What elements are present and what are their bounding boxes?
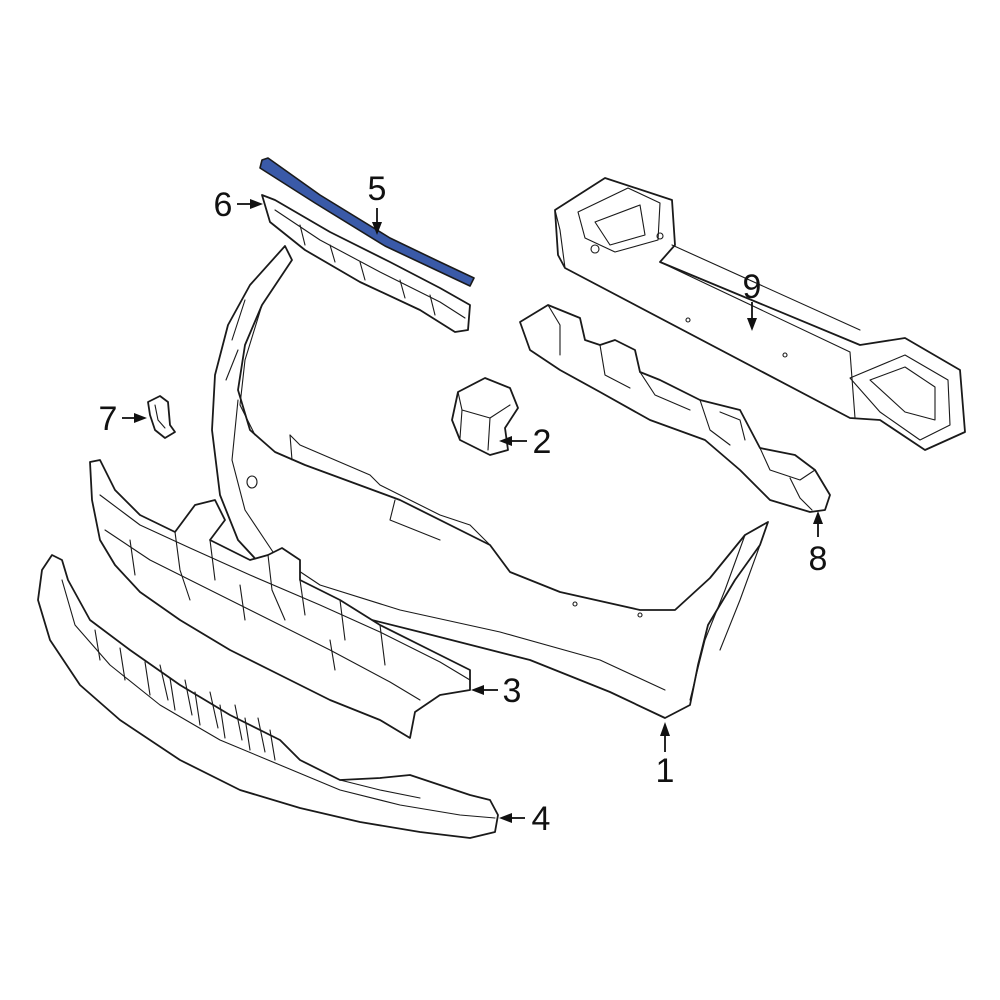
- part-6-grille-trim: [261, 194, 471, 333]
- callout-leaders: [122, 199, 823, 823]
- arrowhead-9: [747, 318, 757, 331]
- arrowhead-6: [250, 199, 263, 209]
- callout-6: 6: [214, 186, 233, 224]
- part-8-energy-absorber: [519, 304, 831, 513]
- arrowhead-3: [471, 685, 484, 695]
- part-1-bumper-cover: [211, 245, 769, 719]
- part-3-grille-carrier: [89, 459, 471, 739]
- part-7-clip: [147, 395, 176, 439]
- arrowhead-8: [813, 511, 823, 524]
- callout-1: 1: [656, 752, 675, 790]
- part-4-lower-valance: [37, 554, 499, 839]
- arrowhead-1: [660, 722, 670, 736]
- callout-7: 7: [99, 400, 118, 438]
- part-9-reinforcement-beam: [554, 177, 966, 451]
- arrowhead-2: [499, 436, 512, 446]
- part-5-molding-strip: [259, 157, 475, 287]
- callout-2: 2: [533, 423, 552, 461]
- callout-4: 4: [532, 800, 551, 838]
- arrowhead-4: [499, 813, 512, 823]
- callout-8: 8: [809, 540, 828, 578]
- callout-labels: 1 2 3 4 5 6 7 8 9: [99, 170, 828, 838]
- callout-3: 3: [503, 672, 522, 710]
- callout-5: 5: [368, 170, 387, 208]
- arrowhead-7: [134, 413, 147, 423]
- callout-9: 9: [743, 268, 762, 306]
- arrowhead-5: [372, 222, 382, 235]
